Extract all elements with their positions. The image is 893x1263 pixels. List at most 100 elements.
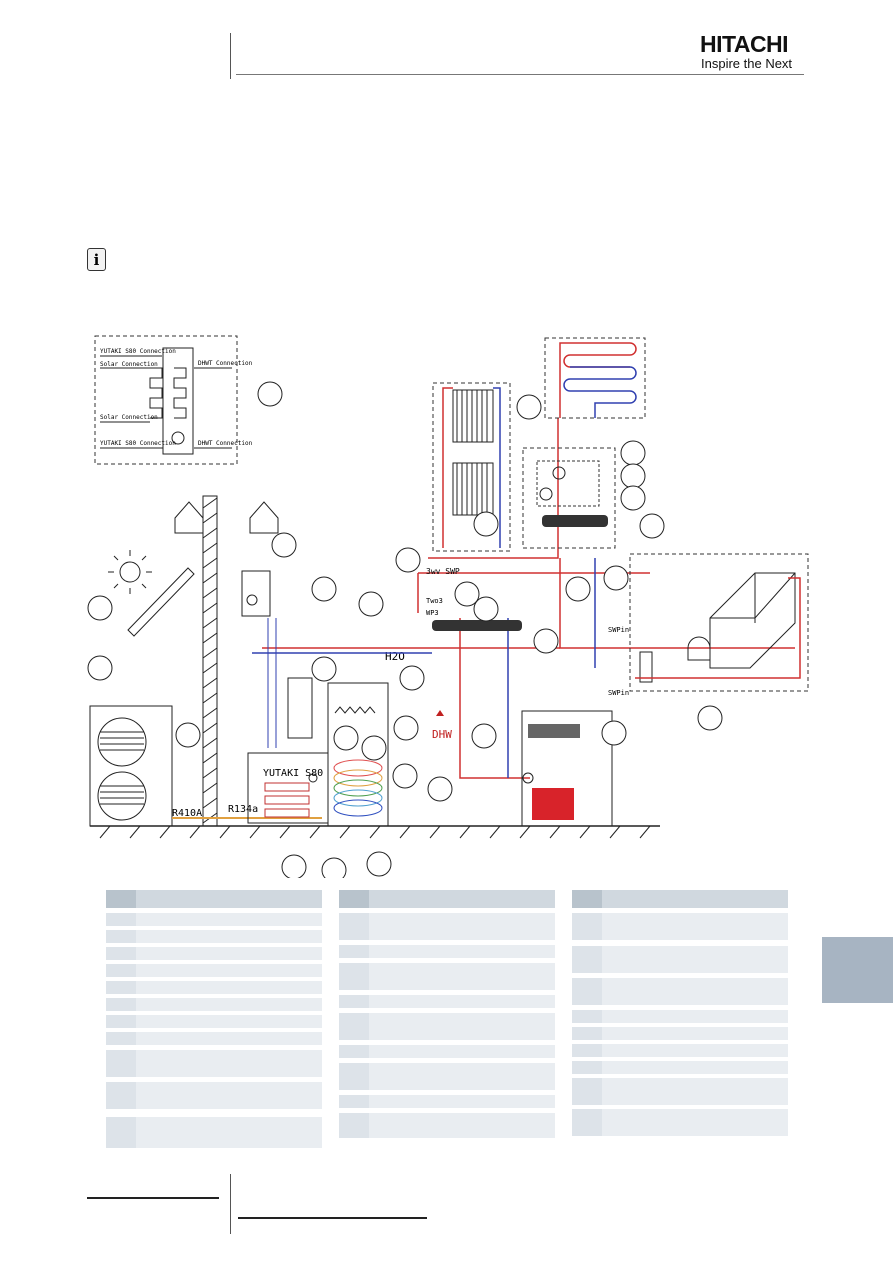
callout-tank-sensor [393,715,419,741]
house-icon-indoor [249,501,279,534]
inset-label-yutaki-bottom: YUTAKI S80 Connection [100,440,176,447]
callout-boiler [601,720,627,746]
legend-table-2 [339,890,555,1138]
air-handling-zone: SWPin SWPin [608,553,809,697]
inset-tank-schematic: YUTAKI S80 Connection Solar Connection D… [94,335,253,465]
table-header [339,890,555,908]
table-row [339,1113,555,1138]
callout-mixing-b [620,463,646,489]
table-row [339,995,555,1008]
callout-underfloor [516,394,542,420]
footer-rule-right [238,1217,427,1219]
table-row [106,981,322,994]
exterior-wall [202,495,218,827]
callout-solar-valve [358,591,384,617]
table-row [339,1013,555,1040]
label-swpin-top: SWPin [608,626,629,634]
table-row [572,1078,788,1105]
inset-label-solar-bottom: Solar Connection [100,414,158,421]
callout-wp3 [473,596,499,622]
legend-table-3 [572,890,788,1136]
table-row [572,978,788,1005]
table-row [339,963,555,990]
inset-label-dhwt-top: DHWT Connection [198,360,253,367]
table-row [106,930,322,943]
mixing-valve-group [522,447,616,549]
callout-thermostat [361,735,387,761]
label-h2o: H2O [385,650,405,663]
callout-indoor-valve [333,725,359,751]
table-row [572,1027,788,1040]
brand-name: HITACHI [700,31,789,57]
shower-icon [436,710,444,716]
label-r410a: R410A [172,808,202,819]
table-row [106,1032,322,1045]
callout-dhw-tank [399,665,425,691]
callout-mixing-d [639,513,665,539]
hitachi-logo: HITACHI Inspire the Next [700,31,810,72]
callout-fan-coil [697,705,723,731]
table-row [339,945,555,958]
table-row [339,1063,555,1090]
legend-table-1 [106,890,322,1148]
hydraulic-separator [432,620,522,631]
info-icon: i [87,248,106,271]
table-row [106,998,322,1011]
callout-mixing-e [565,576,591,602]
table-header [572,890,788,908]
table-row [572,946,788,973]
table-row [106,1015,322,1028]
label-dhw: DHW [432,728,452,741]
table-header [106,890,322,908]
label-wp3: WP3 [426,609,439,617]
label-two3: Two3 [426,597,443,605]
callout-indoor-c [366,851,392,877]
table-row [339,1045,555,1058]
sun-icon [119,561,141,583]
chapter-tab [822,937,893,1003]
footer-rule-left [87,1197,219,1199]
table-row [106,964,322,977]
solar-pump-station [241,570,271,617]
callout-tank-top [311,656,337,682]
header-divider [230,33,231,79]
callout-outdoor-unit [87,655,113,681]
table-row [572,913,788,940]
callout-two3 [454,581,480,607]
inset-label-yutaki-top: YUTAKI S80 Connection [100,348,176,355]
callout-dhw-valve [392,763,418,789]
header-rule [236,74,804,75]
table-row [106,1082,322,1109]
outdoor-unit [89,705,173,827]
table-row [339,1095,555,1108]
callout-pump-station [271,532,297,558]
callout-indoor-a [281,854,307,878]
callout-mixing-c [620,485,646,511]
callout-solar-panel [87,595,113,621]
callout-inset-tank [257,381,283,407]
table-row [106,1117,322,1148]
table-row [339,913,555,940]
inset-label-solar-top: Solar Connection [100,361,158,368]
table-row [572,1044,788,1057]
callout-air-zone [603,565,629,591]
label-r134a: R134a [228,804,258,815]
callout-dhw-inlet [427,776,453,802]
house-icon-outdoor [174,501,204,534]
table-row [572,1109,788,1136]
callout-boiler-pump [471,723,497,749]
table-row [106,1050,322,1077]
footer-divider [230,1174,231,1234]
callout-mixing-a [620,440,646,466]
callout-3wv [395,547,421,573]
table-row [106,913,322,926]
underfloor-heating-zone [544,337,646,419]
callout-separator [533,628,559,654]
indoor-unit: YUTAKI S80 [247,677,329,824]
installation-diagram: YUTAKI S80 Connection Solar Connection D… [87,335,809,878]
brand-tagline: Inspire the Next [701,56,793,71]
solar-panel [127,567,195,637]
callout-radiator [473,511,499,537]
table-row [572,1010,788,1023]
inset-label-dhwt-bottom: DHWT Connection [198,440,253,447]
